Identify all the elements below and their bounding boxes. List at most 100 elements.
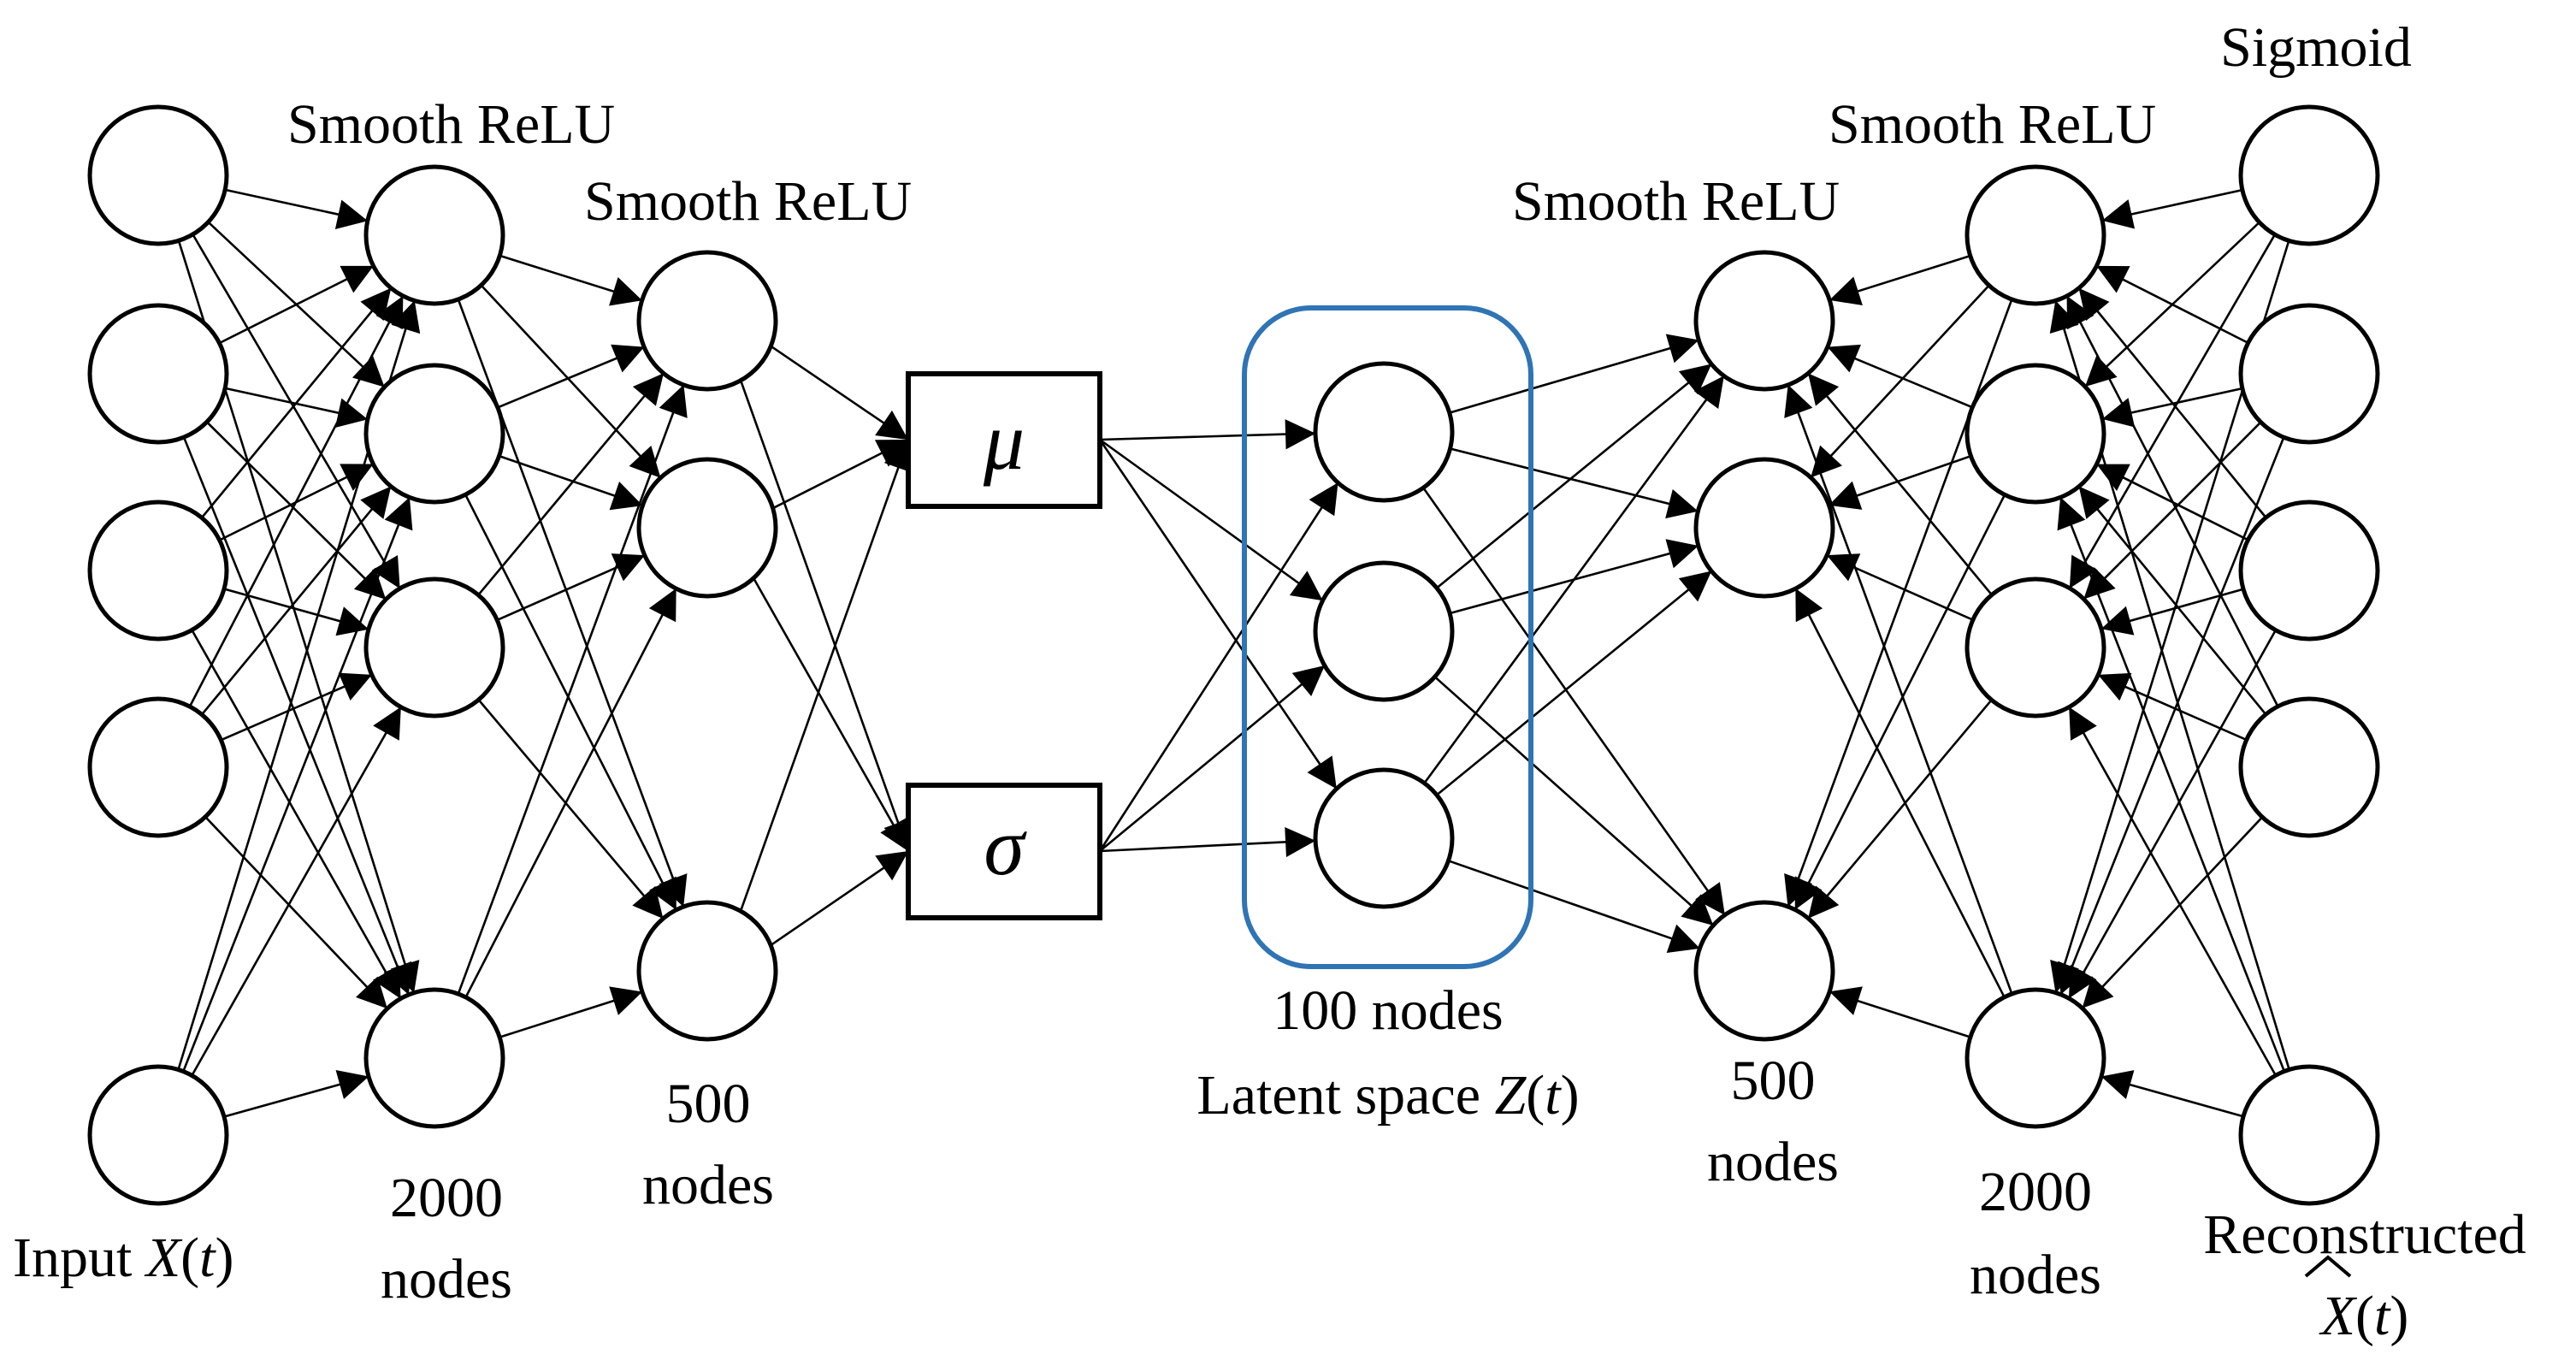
edge-decoder-2000-3-to-decoder-500-0 [1784, 384, 2013, 995]
edge-decoder-2000-2-to-decoder-500-2 [1807, 699, 1993, 920]
encoder-2000-node-4 [363, 987, 505, 1129]
encoder-500-count: 500 [666, 1073, 751, 1135]
edge-decoder-2000-3-to-decoder-500-2 [1829, 986, 1971, 1038]
edge-encoder-2000-3-to-encoder-500-0 [457, 384, 688, 995]
edge-input-2-to-encoder-2000-2 [223, 588, 369, 636]
edge-decoder-2000-1-to-decoder-500-2 [1793, 494, 2006, 911]
output-node-2 [2238, 303, 2380, 445]
input-node-4 [87, 696, 229, 838]
encoder-2000-node-3 [363, 577, 505, 718]
decoder-2000-node-4 [1964, 987, 2106, 1129]
encoder-2000-node-2 [363, 363, 505, 505]
mu-symbol: μ [983, 395, 1025, 487]
decoder-500-activation: Smooth ReLU [1512, 170, 1840, 233]
edge-encoder-500-1-to-mu-sigma-1 [752, 577, 910, 852]
input-node-1 [87, 104, 229, 246]
encoder-2000-unit: nodes [381, 1248, 512, 1310]
edge-decoder-2000-0-to-decoder-500-1 [1810, 284, 1990, 479]
edge-output-1-to-decoder-2000-0 [2095, 264, 2249, 345]
decoder-500-node-1 [1693, 250, 1835, 392]
edge-output-4-to-decoder-2000-1 [2057, 497, 2286, 1072]
edge-latent-0-to-decoder-500-0 [1449, 334, 1699, 414]
encoder-500-node-3 [636, 900, 778, 1042]
input-node-2 [87, 303, 229, 445]
decoder-2000-node-3 [1964, 577, 2106, 718]
edge-output-0-to-decoder-2000-0 [2101, 188, 2243, 229]
edge-input-3-to-encoder-2000-1 [200, 485, 393, 716]
edge-encoder-2000-3-to-encoder-500-1 [464, 588, 677, 998]
edge-mu-sigma-1-to-latent-2 [1099, 826, 1316, 858]
edge-encoder-500-2-to-mu-sigma-1 [770, 849, 909, 947]
connections [177, 188, 2290, 1118]
decoder-500-node-2 [1693, 457, 1835, 599]
decoder-2000-count: 2000 [1979, 1161, 2092, 1223]
edge-output-0-to-decoder-2000-2 [2068, 234, 2277, 589]
decoder-500-node-3 [1693, 900, 1835, 1042]
edge-output-4-to-decoder-2000-2 [2068, 707, 2277, 1076]
edge-encoder-2000-0-to-encoder-500-1 [480, 284, 662, 479]
edge-mu-sigma-0-to-latent-2 [1098, 439, 1338, 789]
decoder-2000-node-1 [1964, 164, 2106, 306]
edge-encoder-2000-2-to-encoder-500-1 [496, 553, 646, 622]
output-label: X(t) [2304, 1255, 2409, 1347]
edge-mu-sigma-0-to-latent-0 [1099, 419, 1316, 450]
edge-output-2-to-decoder-2000-2 [2100, 588, 2244, 636]
encoder-500-node-1 [636, 250, 778, 392]
edge-encoder-2000-2-to-encoder-500-2 [477, 699, 665, 920]
edge-input-0-to-encoder-2000-0 [224, 188, 369, 230]
decoder-500-unit: nodes [1707, 1131, 1839, 1193]
edge-input-1-to-encoder-2000-2 [205, 421, 387, 600]
edge-mu-sigma-0-to-latent-1 [1099, 438, 1324, 602]
output-node-1 [2238, 104, 2380, 246]
edge-mu-sigma-1-to-latent-0 [1098, 482, 1339, 852]
edge-latent-1-to-decoder-500-2 [1433, 676, 1715, 926]
edge-decoder-2000-1-to-decoder-500-0 [1827, 344, 1973, 409]
svg-text:X(t): X(t) [2319, 1285, 2409, 1347]
edge-latent-2-to-decoder-500-1 [1436, 570, 1712, 796]
output-node-5 [2238, 1064, 2380, 1206]
encoder-2000-node-1 [363, 164, 505, 306]
edge-input-2-to-encoder-2000-3 [191, 629, 402, 1000]
edge-encoder-2000-3-to-encoder-500-2 [499, 986, 643, 1038]
edge-input-4-to-encoder-2000-3 [223, 1070, 369, 1118]
latent-node-1 [1313, 361, 1455, 503]
output-node-3 [2238, 500, 2380, 642]
input-node-3 [87, 500, 229, 642]
output-activation: Sigmoid [2220, 16, 2412, 79]
encoder-500-node-2 [636, 457, 778, 599]
decoder-2000-activation: Smooth ReLU [1829, 93, 2156, 156]
edge-input-0-to-encoder-2000-2 [192, 234, 401, 589]
edge-mu-sigma-1-to-latent-1 [1099, 665, 1326, 853]
edge-decoder-2000-0-to-decoder-500-0 [1829, 254, 1971, 306]
neurons [87, 104, 2380, 1206]
edge-input-3-to-encoder-2000-0 [188, 295, 405, 707]
sigma-box: σ [906, 783, 1102, 920]
edge-input-1-to-encoder-2000-0 [218, 264, 375, 345]
hat-accent [2304, 1255, 2352, 1278]
edge-encoder-2000-2-to-encoder-500-0 [477, 372, 665, 596]
edge-encoder-2000-0-to-encoder-500-0 [499, 254, 643, 306]
encoder-500-unit: nodes [642, 1154, 774, 1216]
edge-output-1-to-decoder-2000-3 [2058, 436, 2285, 996]
edge-input-2-to-encoder-2000-0 [200, 287, 393, 519]
edge-output-2-to-decoder-2000-0 [2077, 287, 2267, 518]
edge-latent-2-to-decoder-500-0 [1423, 375, 1725, 784]
edge-decoder-2000-2-to-decoder-500-0 [1807, 372, 1993, 596]
latent-node-3 [1313, 767, 1455, 909]
edge-decoder-2000-1-to-decoder-500-1 [1829, 454, 1971, 510]
latent-space-frame [1242, 305, 1533, 969]
edge-output-1-to-decoder-2000-2 [2083, 421, 2262, 600]
edge-input-4-to-encoder-2000-2 [191, 706, 402, 1077]
output-node-4 [2238, 696, 2380, 838]
latent-node-2 [1313, 560, 1455, 702]
edge-decoder-2000-3-to-decoder-500-1 [1794, 588, 2006, 998]
edge-output-3-to-decoder-2000-0 [2065, 295, 2279, 707]
edge-output-3-to-decoder-2000-1 [2077, 485, 2267, 716]
edge-input-4-to-encoder-2000-1 [182, 496, 413, 1073]
edge-input-3-to-encoder-2000-3 [204, 816, 388, 1009]
latent-count: 100 nodes [1273, 979, 1503, 1042]
edge-encoder-2000-1-to-encoder-500-2 [464, 494, 677, 911]
edge-latent-0-to-decoder-500-1 [1450, 447, 1699, 519]
latent-label: Latent space Z(t) [1196, 1064, 1579, 1127]
